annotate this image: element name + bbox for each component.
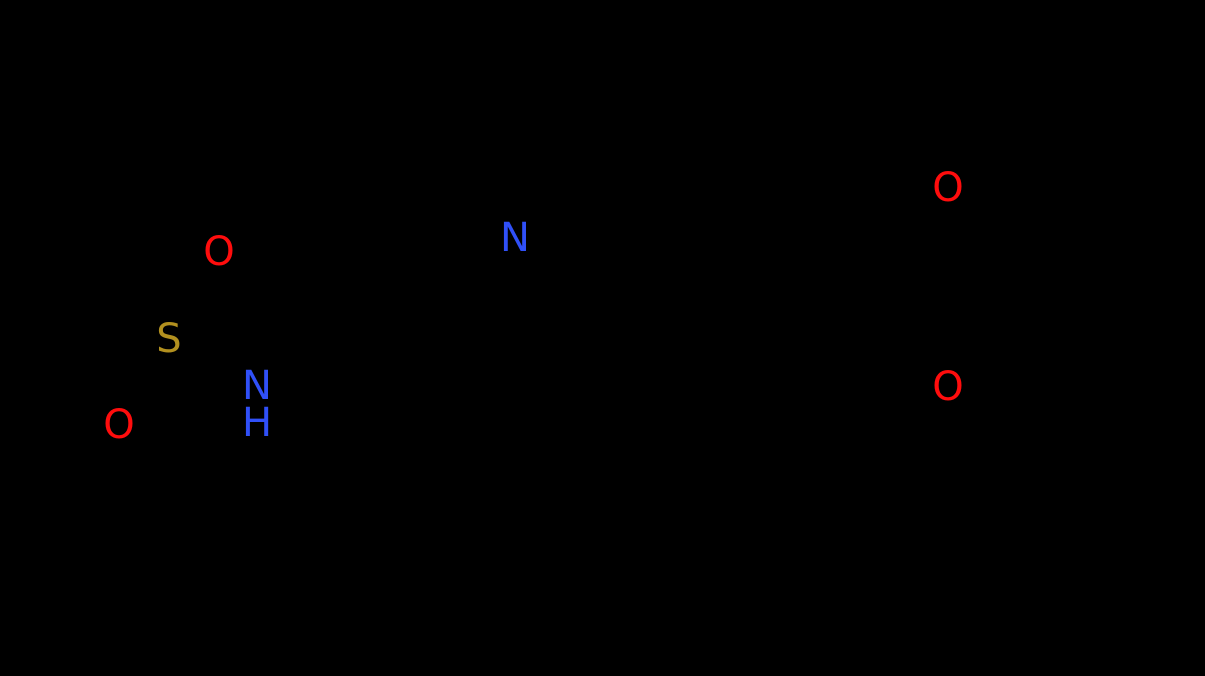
bond bbox=[679, 193, 931, 240]
bond bbox=[275, 337, 352, 388]
atom-label-o4: O bbox=[932, 364, 963, 410]
atom-label-o3: O bbox=[932, 165, 963, 211]
atom-label-o2: O bbox=[103, 402, 134, 448]
atom-label-n1: N bbox=[242, 363, 272, 409]
bond bbox=[126, 353, 162, 410]
atom-label-s1: S bbox=[156, 316, 181, 362]
bond bbox=[186, 348, 240, 382]
bond bbox=[178, 268, 212, 322]
bond bbox=[348, 248, 502, 341]
atom-label-h1: H bbox=[242, 400, 272, 446]
bond bbox=[679, 236, 931, 382]
atom-label-o1: O bbox=[203, 229, 234, 275]
atom-label-n2: N bbox=[500, 215, 530, 261]
bonds bbox=[60, 186, 1150, 410]
